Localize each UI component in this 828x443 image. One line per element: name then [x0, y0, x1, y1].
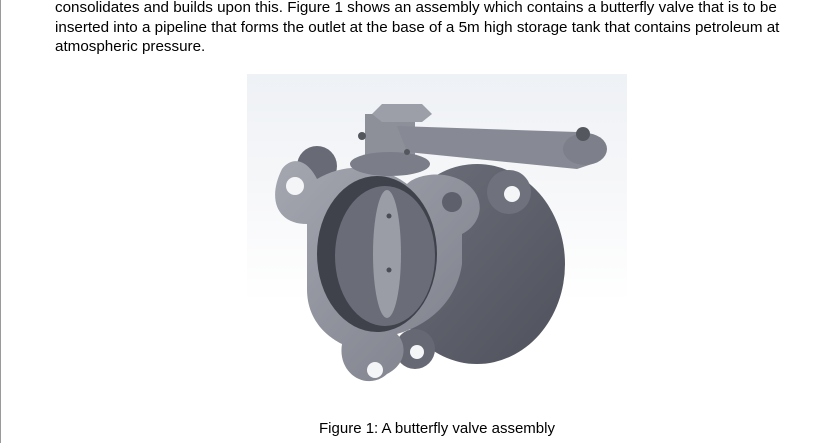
- body-paragraph: consolidates and builds upon this. Figur…: [55, 0, 780, 55]
- stem-and-lever: [350, 104, 607, 176]
- butterfly-disc: [373, 190, 401, 318]
- page-left-edge: [0, 0, 1, 443]
- butterfly-valve-illustration: [275, 104, 607, 382]
- valve-bore: [317, 176, 437, 332]
- figure-butterfly-valve: [247, 74, 627, 400]
- figure-caption: Figure 1: A butterfly valve assembly: [319, 420, 555, 437]
